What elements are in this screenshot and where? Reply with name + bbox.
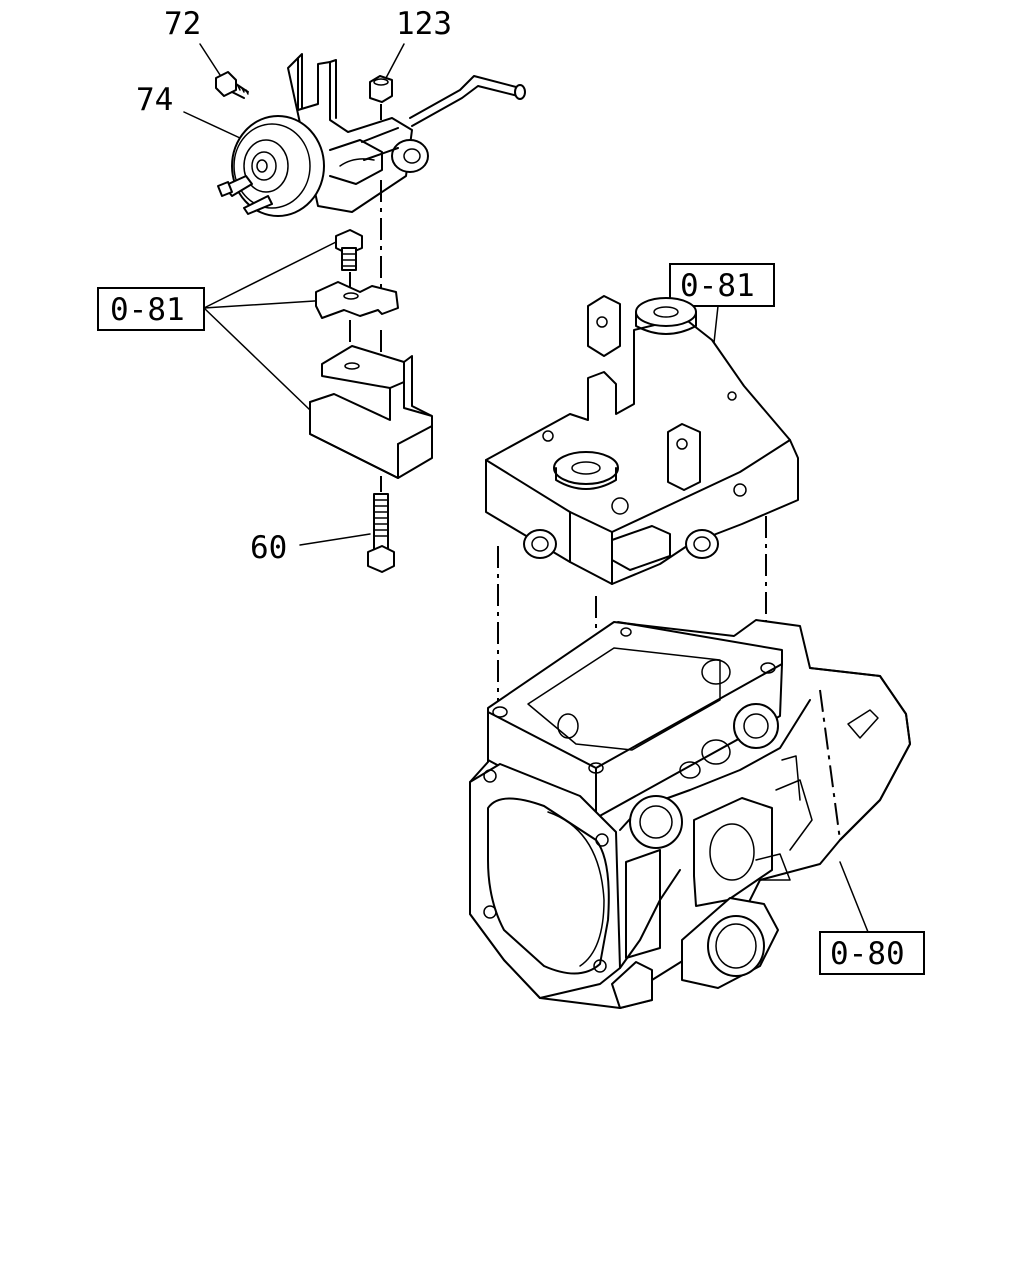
reference-box-left[interactable]: 0-81 xyxy=(97,287,205,331)
bolt-72[interactable] xyxy=(215,71,249,99)
reference-label-right: 0-81 xyxy=(680,268,755,304)
vacuum-actuator-74[interactable] xyxy=(217,53,526,217)
nut-123[interactable] xyxy=(369,75,393,103)
reference-label-body: 0-80 xyxy=(830,936,905,972)
reference-box-body[interactable]: 0-80 xyxy=(819,931,925,975)
long-bolt-60[interactable] xyxy=(367,493,395,573)
callout-72[interactable]: 72 xyxy=(164,6,201,42)
pump-body-housing[interactable] xyxy=(469,619,911,1009)
reference-box-right[interactable]: 0-81 xyxy=(669,263,775,307)
callout-123[interactable]: 123 xyxy=(396,6,452,42)
mounting-bracket[interactable] xyxy=(309,345,433,479)
hex-bolt-upper[interactable] xyxy=(335,229,363,271)
reference-leaders xyxy=(203,239,869,933)
clamp-plate[interactable] xyxy=(315,281,399,319)
callout-74[interactable]: 74 xyxy=(136,82,173,118)
callout-60[interactable]: 60 xyxy=(250,530,287,566)
governor-cover[interactable] xyxy=(485,295,799,585)
leader-lines xyxy=(183,43,405,546)
reference-label-left: 0-81 xyxy=(110,292,185,328)
